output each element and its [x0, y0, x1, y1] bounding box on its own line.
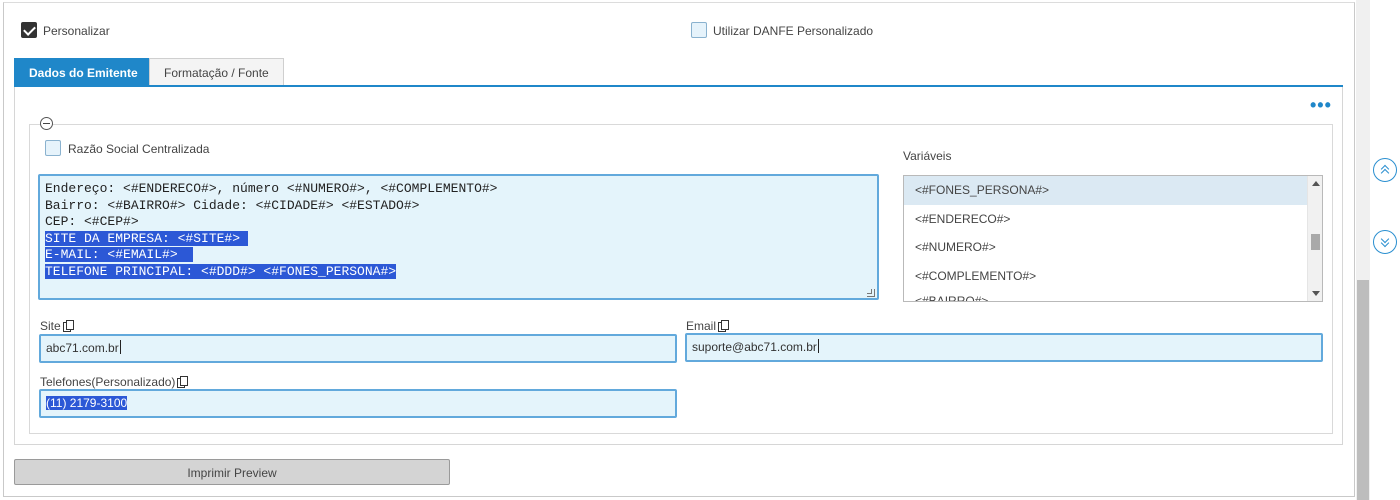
danfe-personalizado-checkbox[interactable]	[691, 22, 707, 38]
telefones-input[interactable]: (11) 2179-3100	[39, 389, 677, 418]
list-item[interactable]: <#NUMERO#>	[915, 240, 996, 254]
site-input[interactable]: abc71.com.br	[39, 334, 677, 363]
variaveis-listbox[interactable]: <#FONES_PERSONA#> <#ENDERECO#> <#NUMERO#…	[903, 175, 1323, 302]
scroll-to-top-icon[interactable]	[1373, 158, 1397, 182]
collapse-icon[interactable]	[40, 117, 53, 130]
tab-panel	[14, 87, 1343, 445]
list-item[interactable]: <#FONES_PERSONA#>	[904, 176, 1322, 205]
emitente-fieldset	[29, 124, 1333, 434]
more-options-icon[interactable]: •••	[1310, 95, 1332, 115]
scroll-to-bottom-icon[interactable]	[1373, 230, 1397, 254]
list-item[interactable]: <#ENDERECO#>	[915, 211, 1011, 226]
danfe-personalizado-label: Utilizar DANFE Personalizado	[713, 24, 874, 38]
razao-social-centralizada-label: Razão Social Centralizada	[68, 142, 210, 156]
content-frame	[3, 2, 1355, 497]
template-line: Endereço: <#ENDERECO#>, número <#NUMERO#…	[45, 181, 498, 196]
template-line-selected: E-MAIL: <#EMAIL#>	[45, 247, 194, 262]
template-line-selected: TELEFONE PRINCIPAL: <#DDD#> <#FONES_PERS…	[45, 263, 397, 279]
tab-dados-do-emitente[interactable]: Dados do Emitente	[14, 58, 153, 86]
list-item[interactable]: <#BAIRRO#>	[915, 294, 989, 302]
scrollbar-thumb[interactable]	[1311, 234, 1320, 250]
copy-icon[interactable]	[718, 320, 730, 332]
telefones-label: Telefones(Personalizado)	[40, 375, 189, 389]
scroll-up-arrow-icon[interactable]	[1312, 181, 1320, 186]
template-line: Bairro: <#BAIRRO#> Cidade: <#CIDADE#> <#…	[45, 197, 420, 213]
personalizar-label: Personalizar	[43, 24, 110, 38]
list-item[interactable]: <#COMPLEMENTO#>	[915, 268, 1037, 283]
copy-icon[interactable]	[62, 320, 74, 332]
template-line-selected: SITE DA EMPRESA: <#SITE#>	[45, 230, 248, 246]
scroll-down-arrow-icon[interactable]	[1312, 291, 1320, 296]
tab-formatacao-fonte[interactable]: Formatação / Fonte	[149, 58, 284, 86]
personalizar-checkbox[interactable]	[21, 22, 37, 38]
tab-underline	[14, 85, 1343, 87]
site-label: Site	[40, 319, 74, 333]
template-textarea[interactable]: Endereço: <#ENDERECO#>, número <#NUMERO#…	[38, 174, 879, 300]
resize-handle-icon[interactable]	[867, 289, 875, 297]
email-input[interactable]: suporte@abc71.com.br	[685, 333, 1323, 362]
page-scrollbar-thumb[interactable]	[1357, 280, 1369, 500]
razao-social-centralizada-checkbox[interactable]	[45, 140, 61, 156]
copy-icon[interactable]	[177, 376, 189, 388]
page-scrollbar[interactable]	[1356, 0, 1370, 500]
imprimir-preview-button[interactable]: Imprimir Preview	[14, 459, 450, 485]
listbox-scrollbar[interactable]	[1307, 176, 1322, 301]
email-label: Email	[686, 319, 730, 333]
template-line: CEP: <#CEP#>	[45, 214, 139, 229]
variaveis-title: Variáveis	[903, 149, 952, 163]
